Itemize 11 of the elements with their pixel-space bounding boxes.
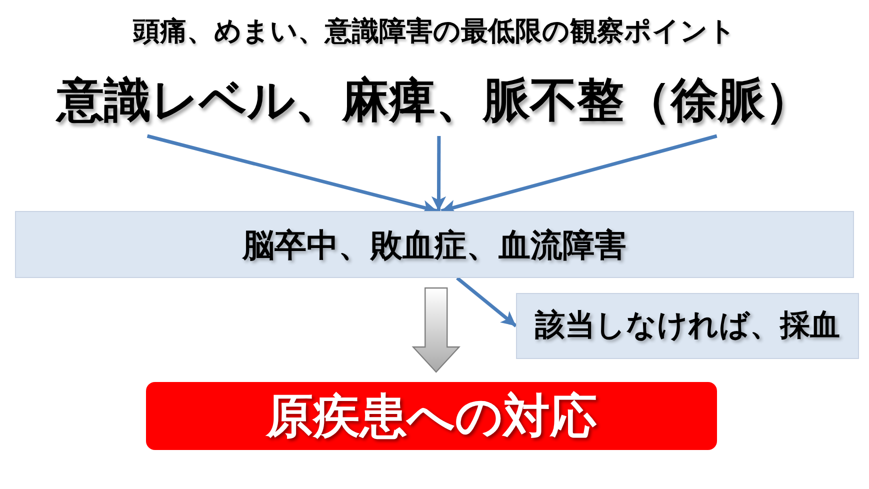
arrow bbox=[431, 136, 446, 211]
title-text: 頭痛、めまい、意識障害の最低限の観察ポイント bbox=[132, 15, 737, 49]
blood-test-text: 該当しなければ、採血 bbox=[535, 311, 840, 341]
arrow bbox=[456, 276, 518, 328]
diagnosis-box bbox=[15, 211, 854, 278]
treatment-text: 原疾患への対応 bbox=[266, 392, 597, 440]
block-arrow bbox=[412, 287, 460, 373]
diagnosis-text: 脳卒中、敗血症、血流障害 bbox=[242, 228, 626, 260]
symptom-heading: 意識レベル、麻痺、脈不整（徐脈） bbox=[30, 64, 839, 136]
blood-test-box bbox=[516, 293, 859, 359]
treatment-box bbox=[146, 382, 717, 450]
